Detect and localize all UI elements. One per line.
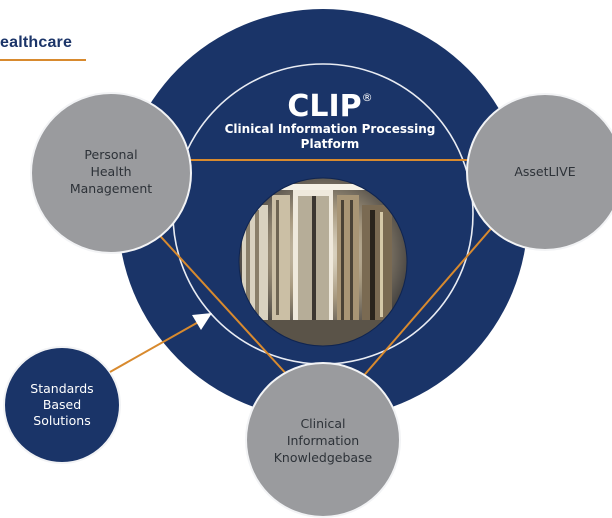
server-room-photo [239, 178, 407, 346]
connector-right [359, 223, 496, 381]
personal-health-label: Personal Health Management [46, 146, 176, 197]
personal-health-node [30, 92, 192, 254]
header-underline [0, 59, 86, 61]
platform-subtitle-line-1: Clinical Information Processing [224, 122, 436, 136]
clinical-kb-label: Clinical Information Knowledgebase [253, 415, 393, 466]
standards-line-2: Based [42, 397, 82, 412]
assetlive-node [466, 93, 612, 251]
personal-health-line-2: Health [90, 164, 132, 179]
standards-arrow-head [192, 313, 212, 330]
clinical-kb-line-2: Information [286, 433, 360, 448]
photo-frame [238, 177, 408, 347]
header-title: ealthcare [0, 34, 73, 51]
clinical-kb-node [245, 362, 401, 518]
standards-node [3, 346, 121, 464]
standards-arrow-line [109, 319, 203, 373]
assetlive-label: AssetLIVE [480, 163, 610, 180]
platform-subtitle-line-2: Platform [300, 137, 360, 151]
standards-line-3: Solutions [33, 413, 91, 428]
personal-health-line-3: Management [69, 181, 153, 196]
platform-title: CLIP® [250, 86, 410, 123]
standards-label: Standards Based Solutions [10, 381, 114, 429]
standards-line-1: Standards [30, 381, 94, 396]
trademark-symbol: ® [361, 91, 373, 104]
connector-left [140, 214, 291, 379]
personal-health-line-1: Personal [84, 147, 138, 162]
platform-name: CLIP [287, 89, 362, 124]
clinical-kb-line-3: Knowledgebase [273, 450, 373, 465]
platform-subtitle: Clinical Information Processing Platform [195, 122, 465, 152]
assetlive-line-1: AssetLIVE [514, 164, 576, 179]
clinical-kb-line-1: Clinical [300, 416, 346, 431]
